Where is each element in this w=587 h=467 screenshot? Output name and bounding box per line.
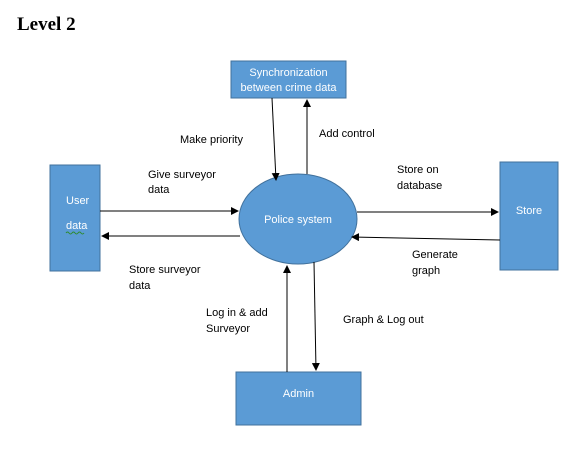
flow-label-store-on-db-line1: Store on	[397, 164, 439, 176]
store-label: Store	[516, 205, 542, 217]
spellcheck-squiggle	[65, 231, 85, 235]
sync-label-line2: between crime data	[241, 82, 338, 94]
flow-label-graph-logout: Graph & Log out	[343, 314, 424, 326]
user-label-line2: data	[66, 220, 88, 232]
admin-entity[interactable]: Admin	[235, 371, 362, 426]
arrow-generate-graph	[351, 233, 501, 242]
arrow-graph-logout	[311, 261, 320, 371]
flow-label-make-priority: Make priority	[180, 134, 243, 146]
flow-label-generate-graph-line1: Generate	[412, 249, 458, 261]
flow-label-login-add-line2: Surveyor	[206, 323, 250, 335]
police-label: Police system	[264, 214, 332, 226]
store-entity[interactable]: Store	[499, 161, 559, 271]
flow-label-store-on-db-line2: database	[397, 180, 442, 192]
arrow-make-priority	[271, 97, 280, 181]
user-label-line1: User	[66, 195, 90, 207]
flow-label-add-control: Add control	[319, 128, 375, 140]
flow-label-store-surveyor-line2: data	[129, 280, 151, 292]
flow-label-give-surveyor-line1: Give surveyor	[148, 169, 216, 181]
diagram-title: Level 2	[17, 14, 76, 35]
sync-label-line1: Synchronization	[249, 67, 327, 79]
user-data-entity[interactable]: User data	[49, 164, 101, 272]
flow-label-login-add-line1: Log in & add	[206, 307, 268, 319]
flow-label-give-surveyor-line2: data	[148, 184, 170, 196]
police-system-process[interactable]: Police system	[238, 173, 358, 265]
flow-label-store-surveyor-line1: Store surveyor	[129, 264, 201, 276]
admin-label: Admin	[283, 388, 314, 400]
sync-process-node[interactable]: Synchronization between crime data	[230, 60, 347, 99]
flow-label-generate-graph-line2: graph	[412, 265, 440, 277]
